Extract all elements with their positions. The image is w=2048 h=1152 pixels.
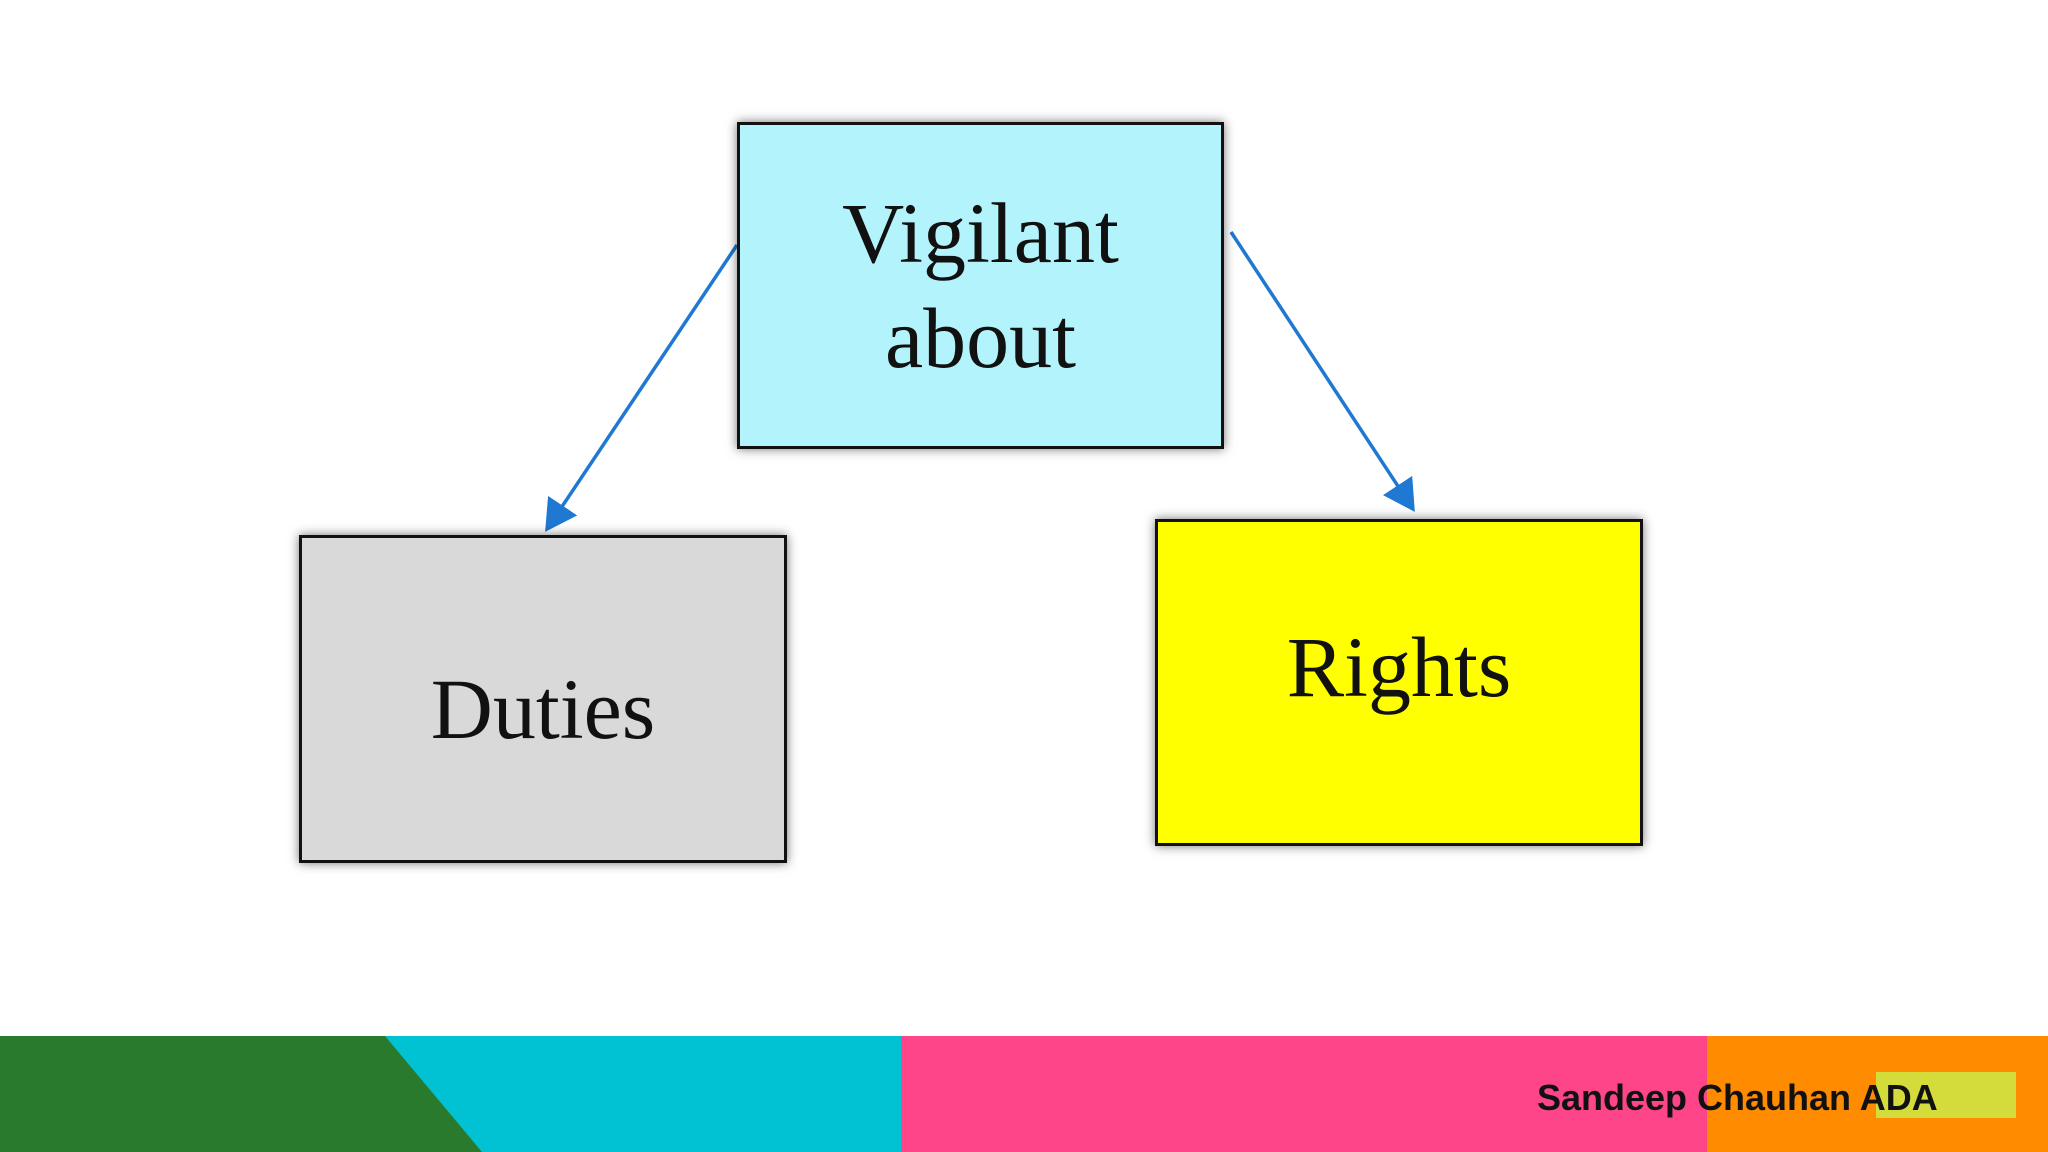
vigilant-about-box: Vigilant about (737, 122, 1224, 449)
duties-label: Duties (430, 660, 656, 757)
duties-box: Duties (299, 535, 787, 863)
vigilant-about-line1: Vigilant (842, 184, 1119, 281)
footer-strip-green (0, 1036, 482, 1152)
arrow-to-rights (1229, 231, 1415, 512)
vigilant-about-line2: about (884, 289, 1077, 386)
footer-strip-cyan (380, 1036, 901, 1152)
author-highlight (1876, 1072, 2016, 1118)
footer-strip-pink (899, 1036, 1707, 1152)
arrow-to-duties (545, 244, 739, 532)
rights-box: Rights (1155, 519, 1643, 846)
rights-label: Rights (1286, 619, 1512, 716)
author-name: Sandeep Chauhan ADA (1537, 1077, 1938, 1118)
